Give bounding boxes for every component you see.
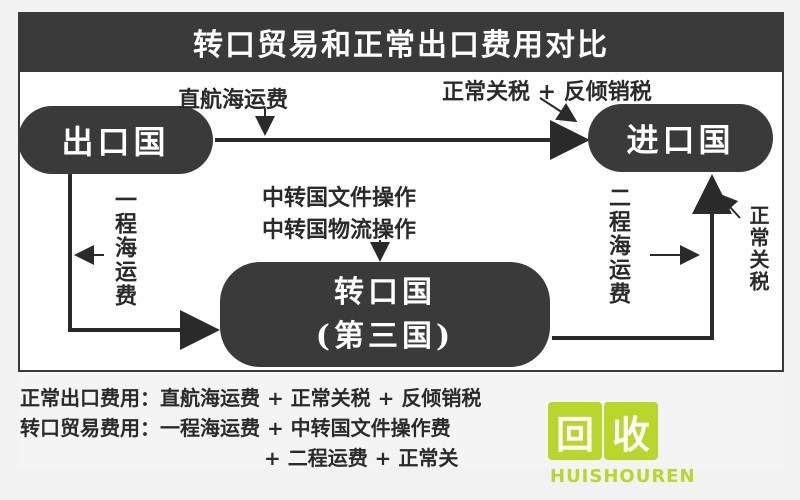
label-direct-freight: 直航海运费: [178, 87, 289, 113]
arrow-tariff-2: [717, 193, 741, 219]
node-transit-country: 转口国 (第三国): [220, 262, 550, 367]
watermark-logo: 回 收 HUISHOUREN: [548, 402, 798, 498]
label-tariff-antidumping: 正常关税 + 反倾销税: [442, 79, 652, 105]
transit-label-1: 转口国: [334, 274, 436, 310]
node-import-country: 进口国: [588, 104, 773, 172]
watermark-char-2: 收: [604, 402, 658, 460]
arrow-tariff: [539, 97, 578, 123]
arrow-second-leg: [552, 174, 732, 340]
formula-normal-export: 正常出口费用：直航海运费 + 正常关税 + 反倾销税: [20, 386, 482, 410]
label-transit-docs: 中转国文件操作: [262, 185, 417, 211]
formula-transit-trade: 转口贸易费用：一程海运费 + 中转国文件操作费: [20, 416, 451, 440]
label-first-leg: 一程海运费: [111, 188, 137, 308]
node-export-country: 出口国: [18, 106, 213, 174]
transit-label-2: (第三国): [315, 318, 455, 354]
arrow-first-leg: [68, 172, 220, 350]
label-normal-tariff: 正常关税: [746, 205, 770, 293]
label-second-leg: 二程海运费: [605, 186, 631, 306]
watermark-text: HUISHOUREN: [550, 466, 696, 487]
label-transit-logistics: 中转国物流操作: [262, 217, 417, 243]
watermark-char-1: 回: [548, 402, 602, 460]
diagram-title: 转口贸易和正常出口费用对比: [18, 12, 784, 72]
formula-transit-trade-cont: + 二程运费 + 正常关: [264, 446, 459, 470]
